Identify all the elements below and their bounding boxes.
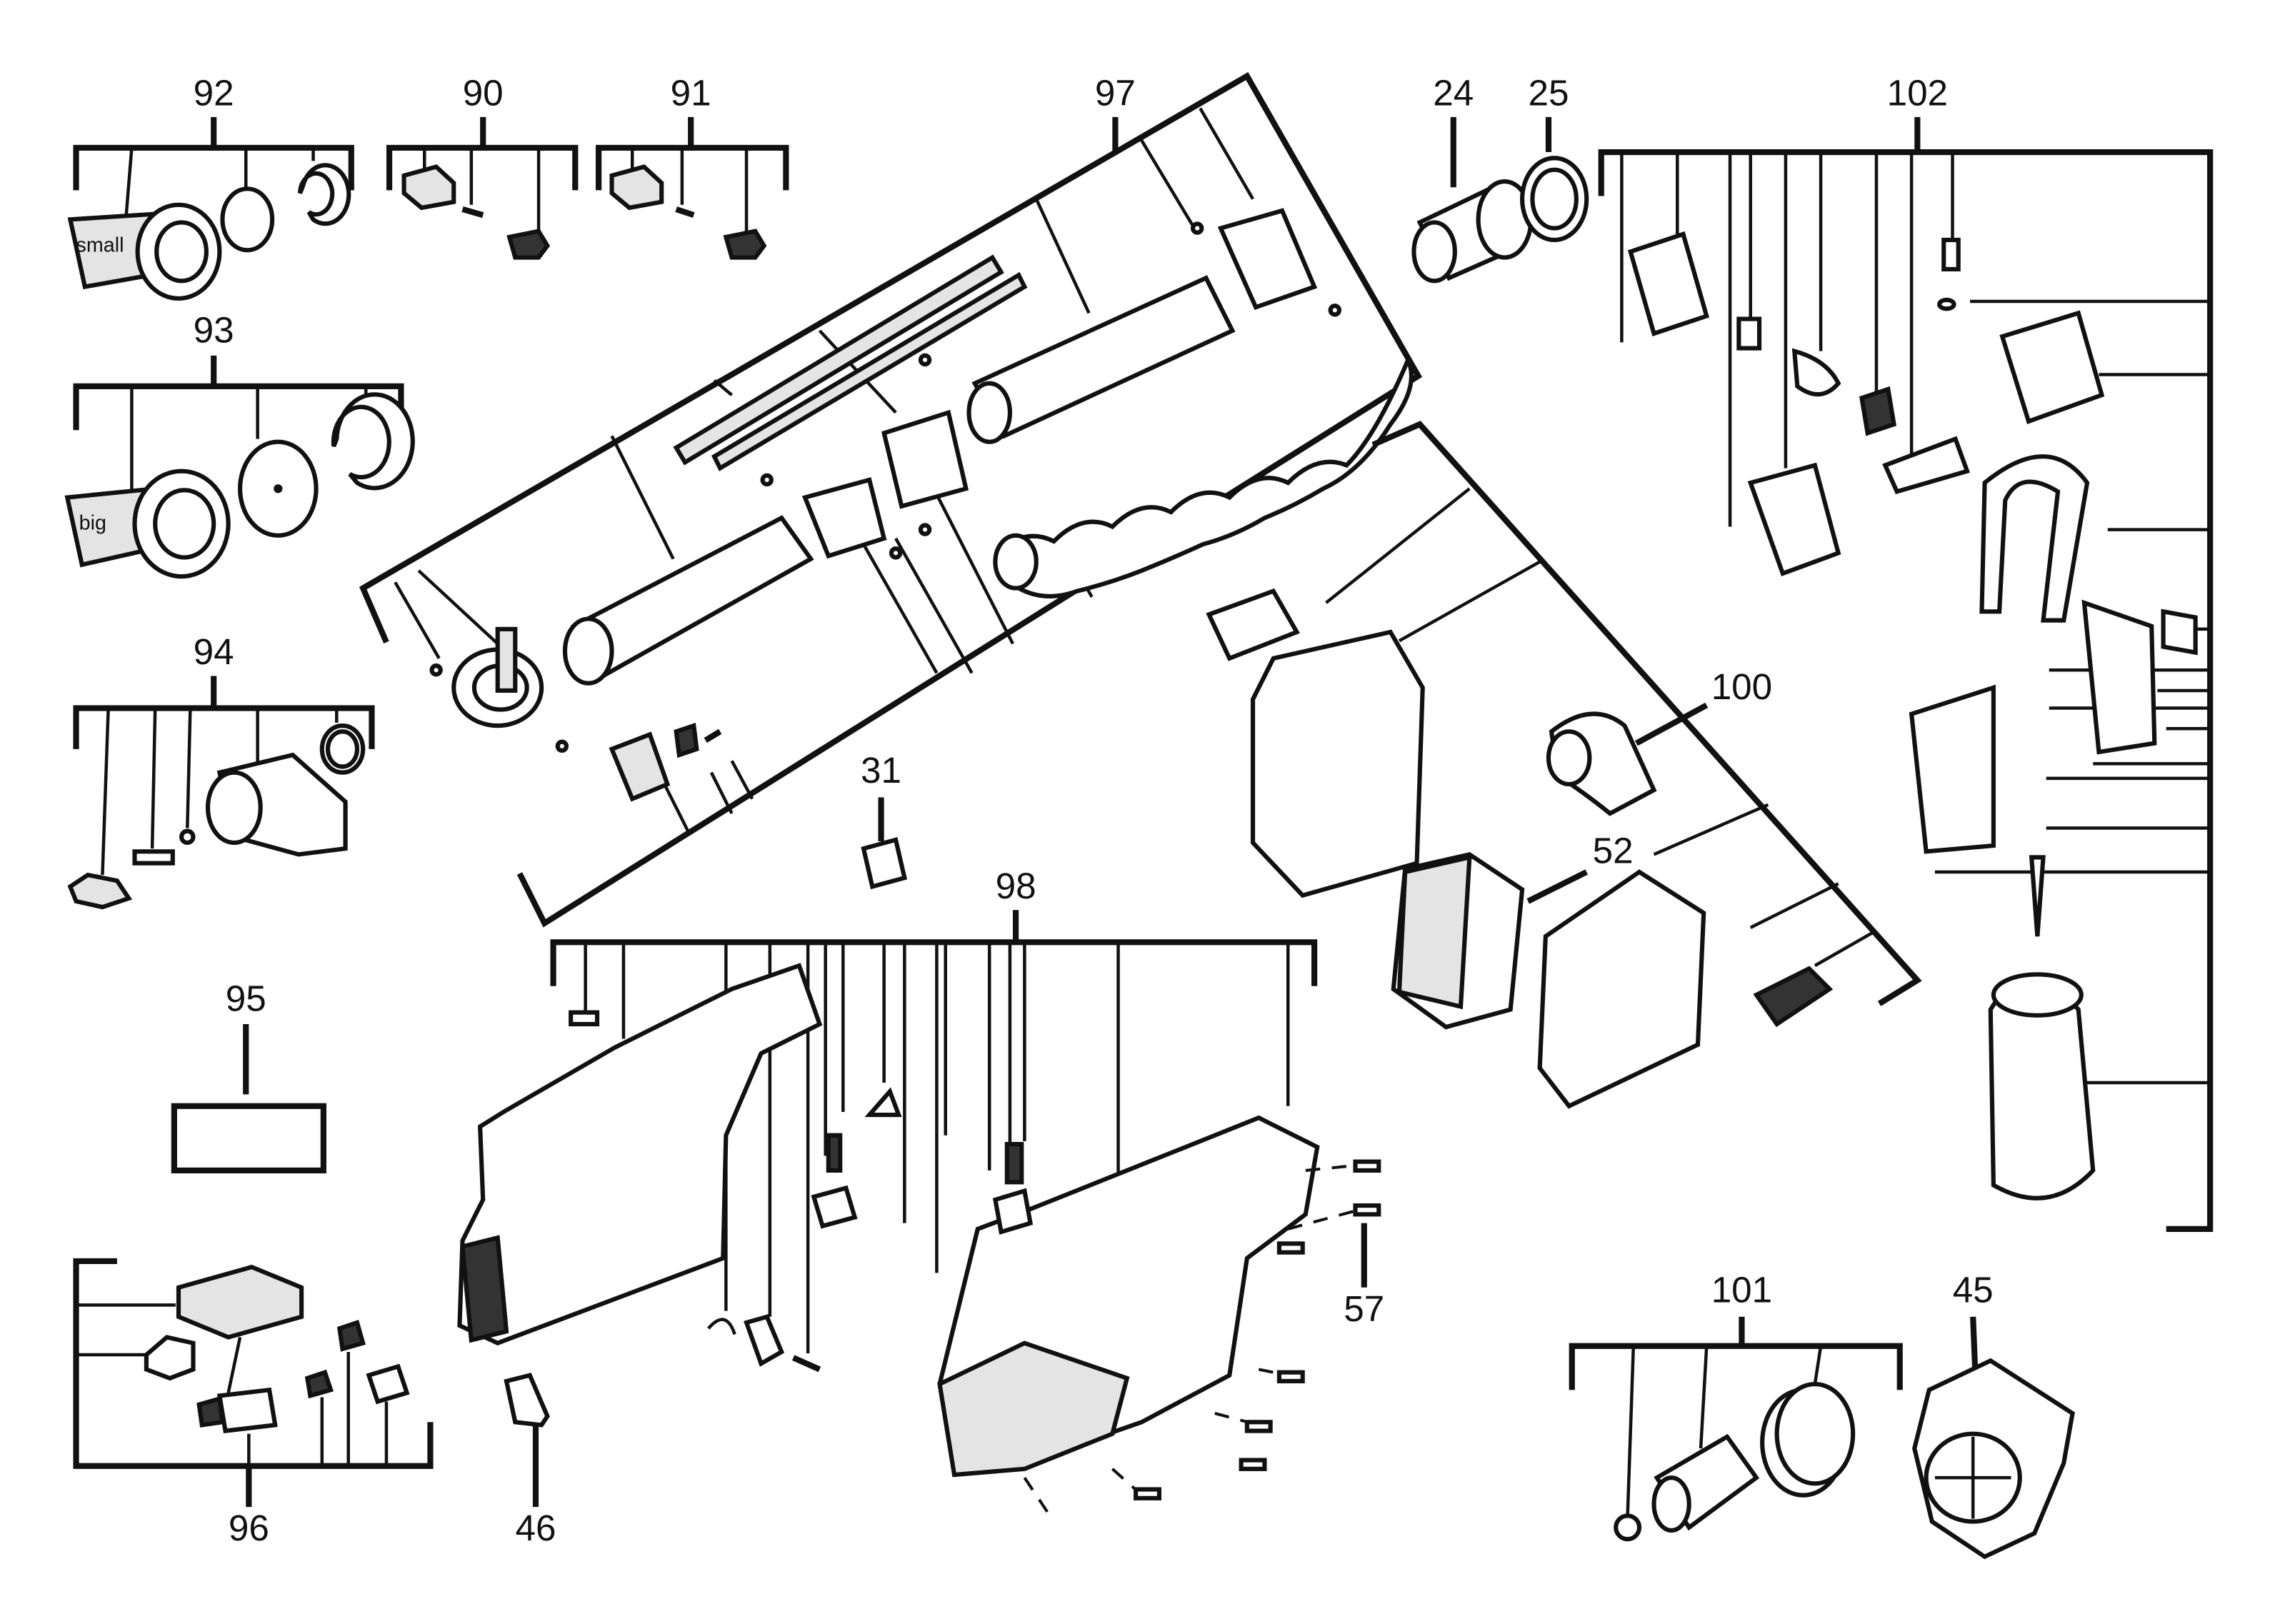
group-102-side-handle — [1598, 116, 2214, 1232]
label-small: small — [76, 234, 124, 256]
callout-102: 102 — [1887, 73, 1948, 114]
label-big: big — [79, 512, 106, 535]
callout-24: 24 — [1433, 73, 1474, 114]
callout-98: 98 — [996, 866, 1036, 906]
group-92-small-adapter: small — [67, 116, 354, 301]
group-46-spring-clip — [504, 1373, 550, 1508]
group-52-filter — [1391, 852, 1589, 1030]
callout-46: 46 — [515, 1508, 556, 1548]
callout-96: 96 — [229, 1508, 269, 1548]
callout-90: 90 — [463, 73, 504, 114]
group-98-main-housing — [457, 910, 1320, 1478]
callout-25: 25 — [1528, 73, 1569, 114]
callout-94: 94 — [194, 631, 234, 672]
group-24-adapter — [1411, 116, 1534, 284]
callout-100: 100 — [1711, 666, 1772, 707]
callout-91: 91 — [671, 73, 711, 114]
group-97-telescopic-tube-assembly — [359, 71, 1423, 928]
callout-92: 92 — [194, 73, 234, 114]
group-91-latch-set — [595, 116, 789, 260]
callout-95: 95 — [226, 978, 266, 1019]
group-94-depth-stop — [67, 676, 375, 910]
group-45-fan-cover — [1912, 1316, 2075, 1560]
callout-97: 97 — [1095, 73, 1136, 114]
group-dust-box-housing — [1206, 421, 1922, 1109]
group-96-switch-electronics — [73, 1258, 434, 1508]
callout-101: 101 — [1711, 1269, 1772, 1310]
callout-45: 45 — [1953, 1269, 1994, 1310]
callout-31: 31 — [861, 750, 901, 791]
group-57-screws — [1023, 1159, 1381, 1514]
callout-57: 57 — [1344, 1288, 1384, 1329]
group-25-seal-ring — [1519, 116, 1589, 243]
callout-93: 93 — [194, 309, 234, 350]
group-31-clip — [861, 797, 908, 890]
callout-52: 52 — [1593, 831, 1634, 871]
group-93-big-adapter: big — [64, 355, 415, 579]
group-95-label — [171, 1024, 326, 1174]
group-100-elbow — [1546, 702, 1709, 816]
group-90-latch-set — [386, 116, 579, 260]
group-101-motor-fan — [1569, 1316, 1903, 1542]
